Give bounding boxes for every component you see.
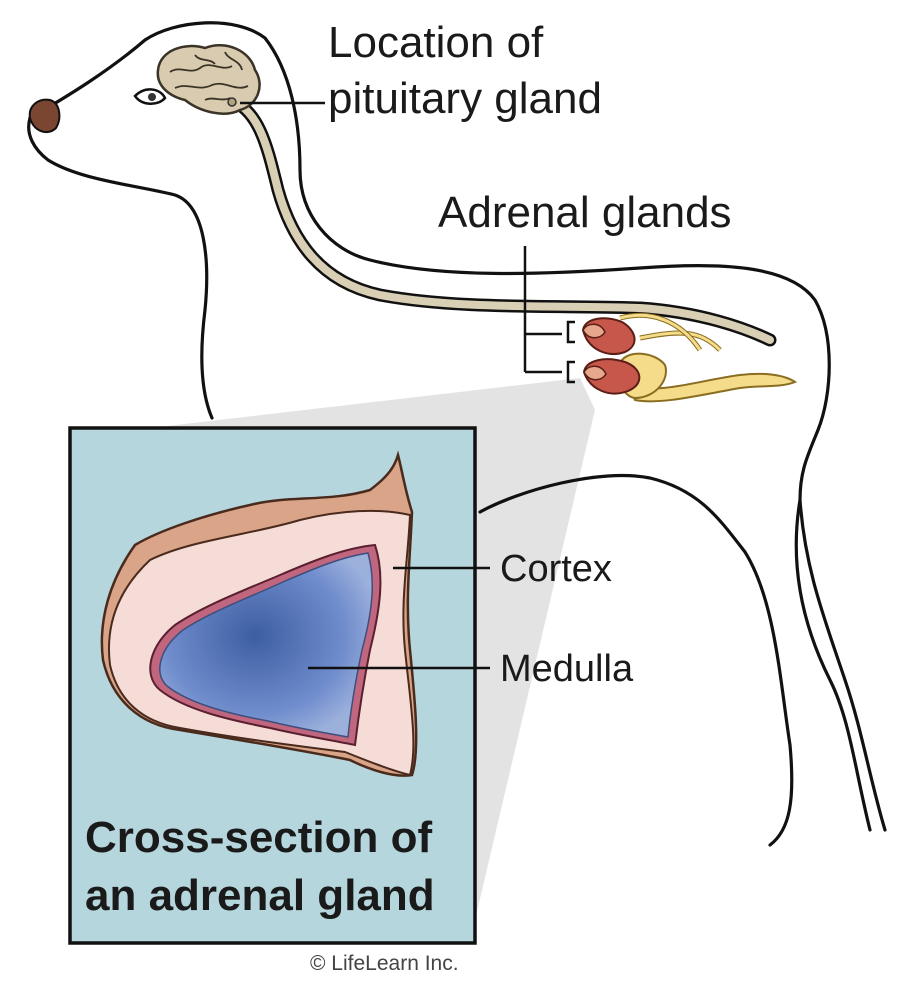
adrenal-gland-upper [581, 317, 636, 355]
pituitary-label-line1: Location of [328, 18, 544, 67]
medulla-label: Medulla [500, 648, 634, 690]
kidneys-and-ureters [617, 312, 798, 403]
dog-nose [28, 98, 61, 134]
dog-eye [133, 88, 167, 105]
medulla-region [159, 552, 373, 738]
adrenal-gland-lower [582, 358, 641, 395]
adrenal-cross-section [100, 450, 418, 777]
brain [156, 43, 261, 115]
dog-outline [28, 21, 887, 832]
dog-outline-belly [478, 473, 872, 847]
pituitary-label-line2: pituitary gland [328, 74, 602, 123]
inset-title-line2: an adrenal gland [85, 871, 435, 920]
copyright-notice: © LifeLearn Inc. [310, 952, 459, 975]
adrenal-glands-label: Adrenal glands [438, 188, 732, 237]
dog-outline-front [27, 116, 214, 420]
inset-title-line1: Cross-section of [85, 813, 433, 862]
cortex-label: Cortex [500, 548, 612, 590]
pituitary-gland-marker [227, 97, 237, 107]
adrenal-leader-lines [523, 246, 562, 374]
